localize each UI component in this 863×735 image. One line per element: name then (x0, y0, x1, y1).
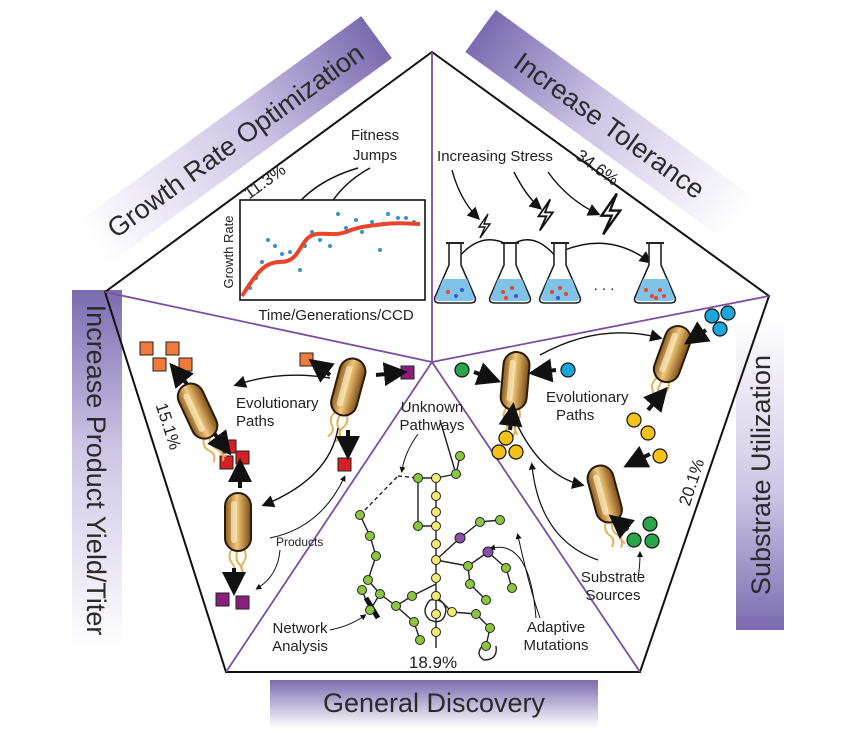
products-label: Products (276, 535, 323, 549)
pct-growth: 11.3% (240, 160, 289, 203)
sources-label-2: Sources (585, 587, 640, 604)
network-green-nodes (355, 451, 517, 651)
adaptive-label-2: Mutations (523, 637, 588, 654)
banner-discovery: General Discovery (270, 680, 598, 728)
network-label-2: Analysis (272, 638, 328, 655)
flask-1 (433, 242, 477, 304)
flask-4 (633, 242, 677, 304)
bacterium-icon (224, 492, 252, 579)
network-mutation-nodes (454, 532, 494, 558)
substrate-evo-label-2: Paths (556, 407, 594, 424)
unknown-label-1: Unknown (401, 399, 464, 416)
bacterium-icon (496, 349, 532, 439)
cyan-substrate (560, 362, 576, 378)
unknown-label-2: Pathways (399, 417, 464, 434)
cyan-substrates (704, 305, 736, 337)
product-evo-label-2: Paths (236, 413, 274, 430)
tolerance-panel: Increasing Stress . . . (433, 148, 677, 304)
banner-substrate-label: Substrate Utilization (746, 355, 776, 595)
banner-discovery-label: General Discovery (323, 688, 546, 718)
fitness-label-1: Fitness (351, 127, 399, 144)
growth-curve (240, 221, 421, 298)
flask-3 (538, 242, 582, 304)
flask-ellipsis: . . . (594, 277, 615, 294)
green-substrate (454, 362, 470, 378)
growth-x-label: Time/Generations/CCD (258, 307, 413, 324)
discovery-panel: Unknown Pathways Network Analysis Adapti… (272, 399, 589, 661)
substrate-evo-label-1: Evolutionary (546, 389, 629, 406)
product-thick-arrows (169, 358, 408, 596)
growth-plot-frame (239, 199, 426, 301)
bacterium-icon (583, 461, 633, 553)
stress-label: Increasing Stress (437, 148, 553, 165)
red-products (219, 439, 352, 472)
substrate-panel: Evolutionary Paths Substrate Sources (454, 305, 736, 604)
pentagon-outline (103, 50, 771, 673)
bacterium-icon (172, 378, 235, 469)
banner-product: Increase Product Yield/Titer (72, 290, 122, 650)
adaptive-label-1: Adaptive (527, 619, 585, 636)
pct-discovery: 18.9% (409, 653, 457, 672)
stress-bolt-icon-2 (537, 198, 554, 232)
growth-panel: Fitness Jumps Growth Rate Time/Generatio… (221, 127, 426, 324)
fitness-label-2: Jumps (353, 147, 397, 164)
network-label-1: Network (272, 620, 328, 637)
pentagon-dividers (104, 52, 770, 673)
green-substrates (626, 516, 660, 549)
orange-products (139, 341, 314, 372)
yellow-substrates (491, 412, 668, 464)
substrate-thick-arrows (473, 321, 711, 539)
product-evo-label-1: Evolutionary (236, 395, 319, 412)
stress-bolt-icon-3 (600, 192, 622, 236)
flask-2 (488, 242, 532, 304)
growth-y-label: Growth Rate (221, 216, 236, 289)
banner-product-label: Increase Product Yield/Titer (81, 305, 111, 636)
banner-substrate: Substrate Utilization (736, 320, 784, 630)
product-panel: Evolutionary Paths Products (139, 341, 415, 610)
sources-label-1: Substrate (581, 569, 645, 586)
pct-product: 15.1% (152, 400, 185, 452)
stress-bolt-icon-1 (478, 213, 491, 239)
bacterium-icon (320, 354, 370, 446)
pct-substrate: 20.1% (675, 456, 708, 508)
network-yellow-nodes (431, 473, 457, 637)
